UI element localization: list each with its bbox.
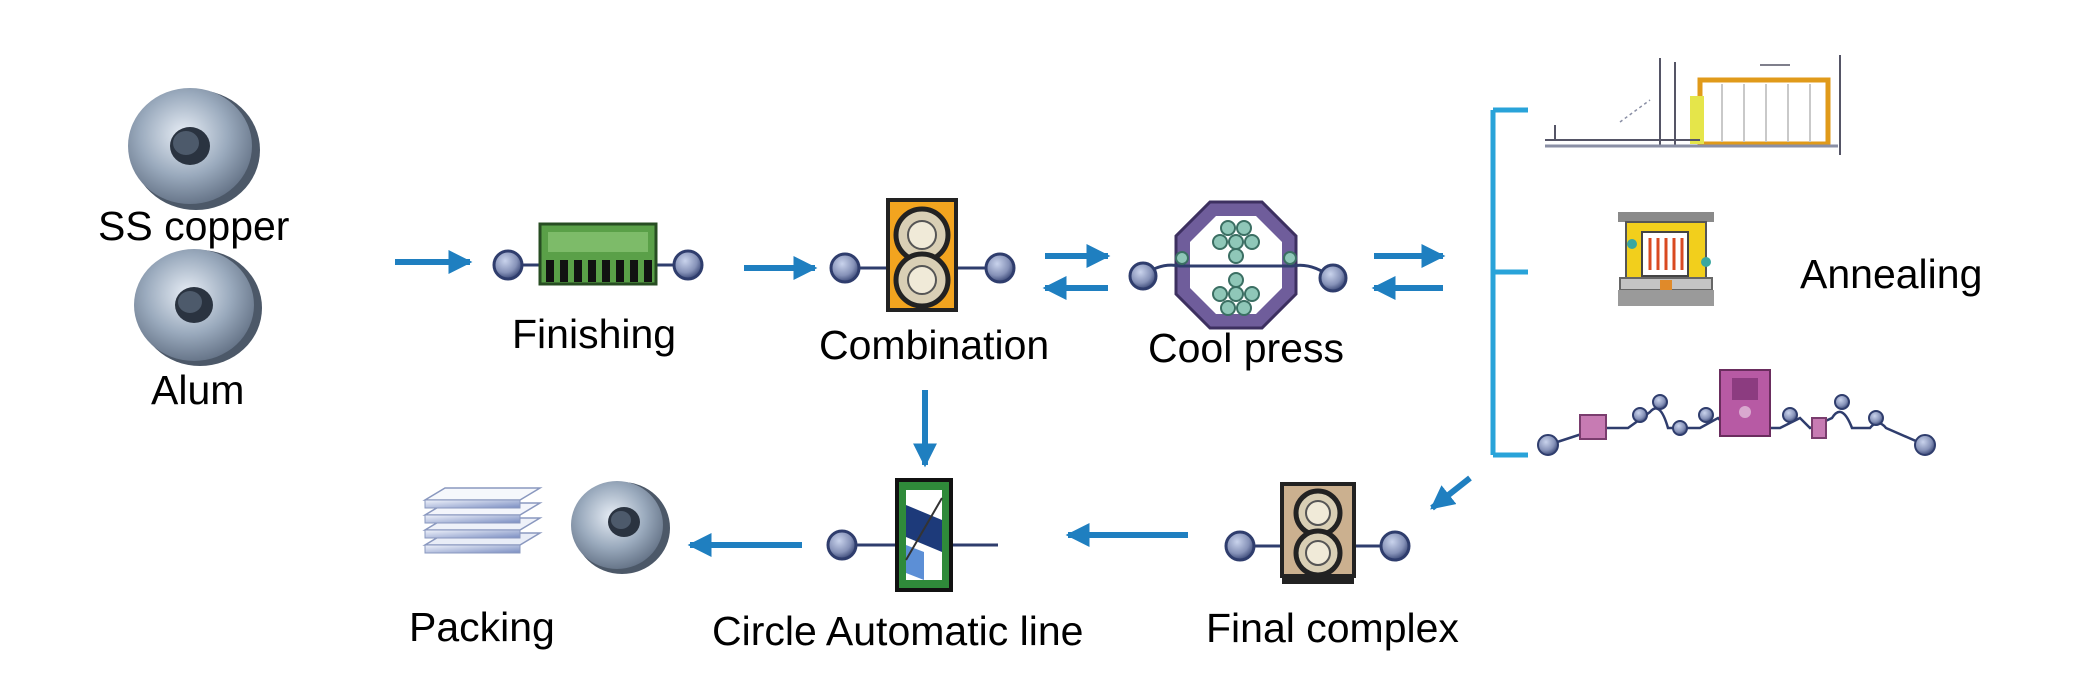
label-ss-copper: SS copper [98,203,290,249]
ss-copper-coil-icon [128,88,260,210]
label-combination: Combination [819,322,1050,368]
arrow-to-final-complex [1430,475,1472,511]
finishing-machine-icon [492,222,704,286]
annealing-furnace-middle-icon [1618,212,1714,306]
label-finishing: Finishing [512,311,677,357]
label-circle-automatic-line: Circle Automatic line [712,608,1084,654]
sheet-stack-icon [422,487,543,554]
double-arrow-coolpress-annealing [1371,244,1446,300]
alum-coil-icon [134,249,262,366]
annealing-bracket [1490,107,1528,458]
annealing-furnace-top-icon [1545,55,1841,155]
label-final-complex: Final complex [1206,605,1459,651]
label-packing: Packing [409,604,555,650]
combination-machine-icon [829,198,1016,312]
label-annealing: Annealing [1800,251,1983,297]
final-complex-machine-icon [1224,482,1411,584]
double-arrow-combination-coolpress [1042,244,1111,300]
label-cool-press: Cool press [1148,325,1344,371]
label-alum: Alum [151,367,245,413]
circle-automatic-line-icon [826,478,998,592]
annealing-line-bottom-icon [1537,369,1936,456]
cool-press-machine-icon [1128,200,1348,330]
packing-coil-icon [571,481,670,574]
